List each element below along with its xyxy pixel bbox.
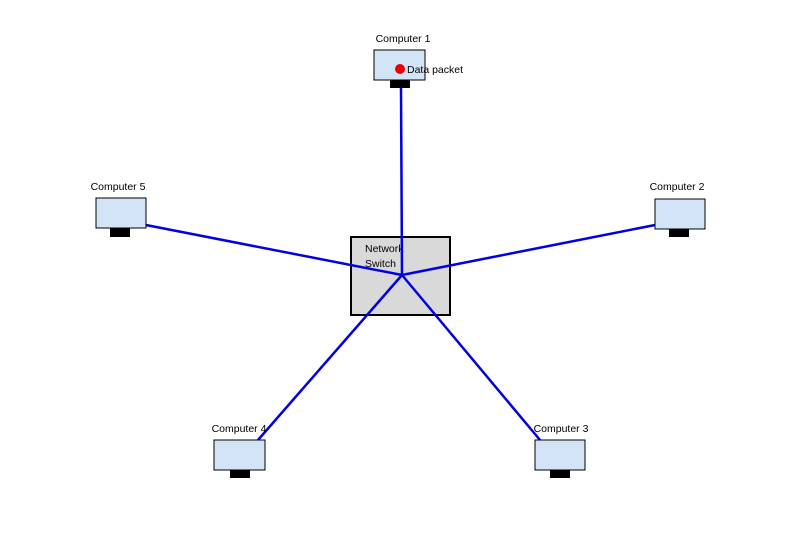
link-computer-2 — [401, 223, 656, 277]
node-computer-4: Computer 4 — [212, 423, 267, 478]
computer-2-label: Computer 2 — [650, 181, 705, 193]
node-computer-1: Computer 1 — [373, 33, 431, 88]
computer-2-monitor-icon — [654, 198, 706, 230]
computer-1-stand-icon — [390, 80, 410, 88]
computer-4-stand-icon — [230, 470, 250, 478]
network-switch-label-line1: Network — [365, 243, 404, 255]
computer-4-monitor-icon — [213, 439, 266, 471]
node-computer-2: Computer 2 — [650, 181, 706, 237]
computer-1-label: Computer 1 — [376, 33, 431, 45]
computer-5-label: Computer 5 — [91, 181, 146, 193]
computer-4-label: Computer 4 — [212, 423, 267, 435]
computer-3-label: Computer 3 — [534, 423, 589, 435]
computer-3-stand-icon — [550, 470, 570, 478]
data-packet-icon — [395, 64, 405, 74]
data-packet-marker: Data packet — [395, 64, 463, 76]
data-packet-label: Data packet — [407, 64, 463, 76]
link-computer-4 — [257, 274, 403, 441]
computer-5-stand-icon — [110, 228, 130, 237]
network-switch-label-line2: Switch — [365, 258, 396, 270]
node-computer-5: Computer 5 — [91, 181, 147, 237]
network-switch-node: Network Switch — [350, 236, 451, 316]
link-computer-5 — [145, 223, 403, 277]
computer-2-stand-icon — [669, 229, 689, 237]
link-computer-3 — [401, 274, 541, 441]
computer-5-monitor-icon — [95, 197, 147, 229]
link-computer-1 — [399, 87, 404, 276]
computer-3-monitor-icon — [534, 439, 586, 471]
node-computer-3: Computer 3 — [534, 423, 589, 478]
